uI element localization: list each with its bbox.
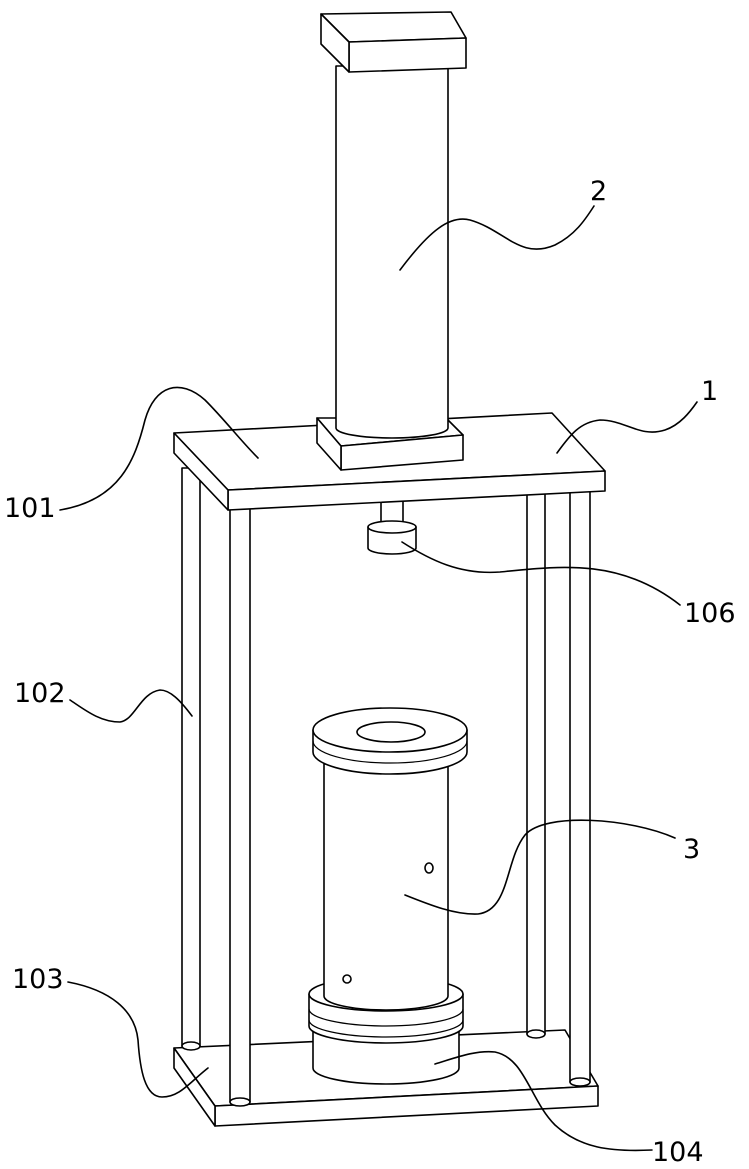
label-106: 106 [684,598,736,629]
label-103: 103 [12,964,64,995]
label-104: 104 [652,1137,704,1168]
label-102: 102 [14,678,66,709]
hydraulic-cylinder [317,12,466,470]
back-column-left [182,468,200,1050]
leader-102 [70,690,192,722]
back-column-right [527,478,545,1038]
mold-assembly [309,708,467,1084]
label-101: 101 [4,493,56,524]
front-column-right [570,490,590,1086]
label-3: 3 [683,834,700,865]
label-2: 2 [590,176,607,207]
label-1: 1 [701,376,718,407]
front-column-left [230,500,250,1106]
